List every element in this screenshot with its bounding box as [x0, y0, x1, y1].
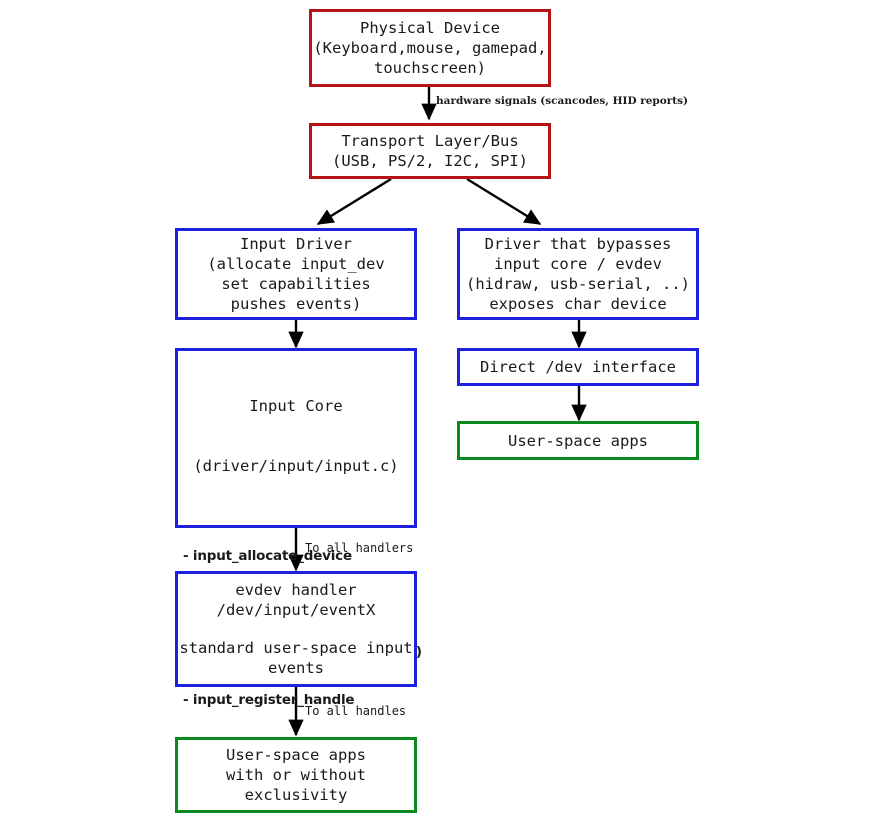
node-input-core-header-line-1: Input Core: [249, 397, 343, 415]
node-bypass-driver-line-4: exposes char device: [489, 295, 667, 313]
node-userspace-apps-bottom-line-1: User-space apps: [226, 746, 366, 764]
node-direct-dev-interface-line-1: Direct /dev interface: [480, 358, 676, 376]
edge-label-hardware-signals: hardware signals (scancodes, HID reports…: [436, 95, 689, 107]
node-evdev-handler-line-4: events: [268, 659, 324, 677]
node-transport-layer-line-2: (USB, PS/2, I2C, SPI): [332, 152, 528, 170]
node-bypass-driver-line-1: Driver that bypasses: [484, 235, 672, 253]
node-userspace-apps-right-line-1: User-space apps: [508, 431, 648, 450]
node-evdev-handler[interactable]: evdev handler /dev/input/eventX standard…: [175, 571, 417, 687]
node-evdev-handler-line-2: /dev/input/eventX: [216, 601, 376, 619]
edge-label-to-all-handlers: To all handlers: [305, 541, 414, 555]
node-input-driver[interactable]: Input Driver (allocate input_dev set cap…: [175, 228, 417, 320]
node-bypass-driver[interactable]: Driver that bypasses input core / evdev …: [457, 228, 699, 320]
node-evdev-handler-line-3: standard user-space input: [179, 639, 413, 657]
edge-transport-to-bypass-driver: [466, 177, 542, 226]
node-transport-layer[interactable]: Transport Layer/Bus (USB, PS/2, I2C, SPI…: [309, 123, 551, 179]
edge-transport-to-input-driver: [316, 177, 392, 226]
node-evdev-handler-line-1: evdev handler: [235, 581, 357, 599]
node-transport-layer-line-1: Transport Layer/Bus: [341, 132, 519, 150]
node-input-core-body-line-1: - input_allocate_device: [183, 548, 352, 564]
node-physical-device-line-1: Physical Device: [360, 19, 500, 37]
node-physical-device-line-3: touchscreen): [374, 59, 486, 77]
node-userspace-apps-bottom-line-3: exclusivity: [244, 786, 348, 804]
node-input-driver-line-2: (allocate input_dev: [207, 255, 385, 273]
node-input-driver-line-4: pushes events): [230, 295, 362, 313]
edge-label-to-all-handles: To all handles: [305, 704, 407, 718]
node-input-core[interactable]: Input Core (driver/input/input.c) - inpu…: [175, 348, 422, 804]
node-userspace-apps-bottom-line-2: with or without: [226, 766, 366, 784]
node-userspace-apps-right[interactable]: User-space apps: [457, 421, 699, 460]
node-input-core-body-line-4: - input_register_handle: [183, 692, 355, 708]
node-bypass-driver-line-2: input core / evdev: [494, 255, 662, 273]
node-input-driver-line-1: Input Driver: [240, 235, 352, 253]
node-userspace-apps-bottom[interactable]: User-space apps with or without exclusiv…: [175, 737, 417, 813]
node-direct-dev-interface[interactable]: Direct /dev interface: [457, 348, 699, 386]
node-bypass-driver-line-3: (hidraw, usb-serial, ..): [466, 275, 690, 293]
node-input-core-header-line-2: (driver/input/input.c): [193, 457, 399, 475]
node-physical-device[interactable]: Physical Device (Keyboard,mouse, gamepad…: [309, 9, 551, 87]
node-input-core-header: Input Core (driver/input/input.c): [178, 356, 414, 516]
node-physical-device-line-2: (Keyboard,mouse, gamepad,: [313, 39, 547, 57]
node-input-driver-line-3: set capabilities: [221, 275, 371, 293]
